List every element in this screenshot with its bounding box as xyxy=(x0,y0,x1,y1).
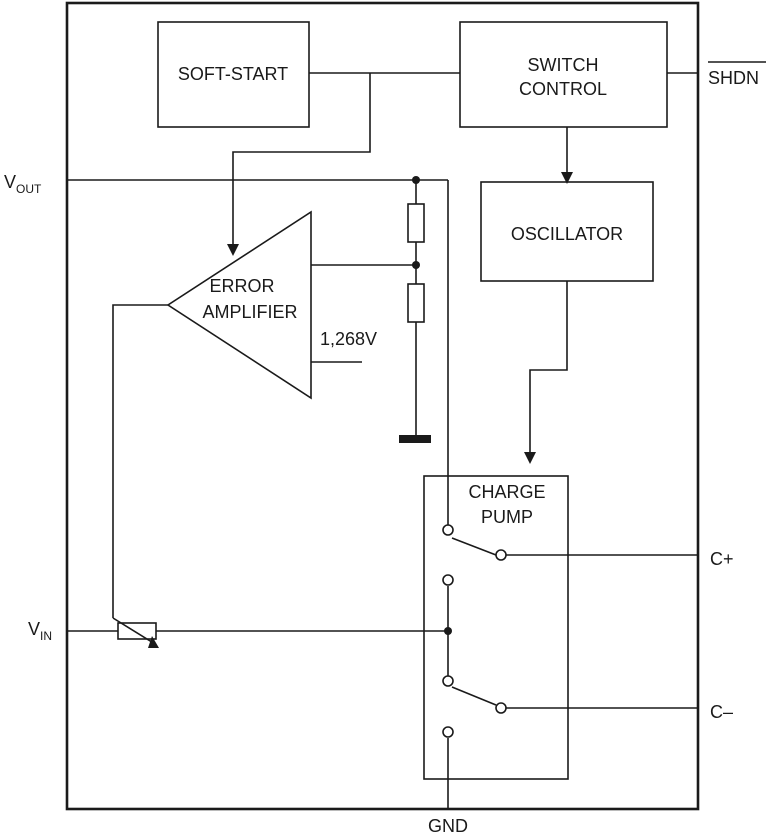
switch-node xyxy=(442,524,454,536)
pin-vout-main: V xyxy=(4,172,16,192)
ground-symbol xyxy=(399,435,431,443)
wires xyxy=(67,72,698,809)
chip-outline xyxy=(65,1,700,811)
switch-control-block: SWITCH CONTROL xyxy=(459,21,668,128)
charge-pump-label-1: CHARGE xyxy=(468,482,545,502)
pin-c-plus-label: C+ xyxy=(710,549,734,569)
switch-node xyxy=(442,675,454,687)
switch-control-label-2: CONTROL xyxy=(519,79,607,99)
arrow-down-icon xyxy=(561,172,573,184)
pin-c-minus-label: C– xyxy=(710,702,733,722)
pin-gnd-label: GND xyxy=(428,816,468,836)
switch-control-label-1: SWITCH xyxy=(528,55,599,75)
switch-node xyxy=(495,549,507,561)
switch-node xyxy=(495,702,507,714)
pin-vout-sub: OUT xyxy=(16,182,42,196)
pin-vout: V OUT xyxy=(4,172,42,196)
pin-vin: V IN xyxy=(28,619,52,643)
arrow-down-icon xyxy=(227,244,239,256)
error-amp-label-2: AMPLIFIER xyxy=(202,302,297,322)
pin-vin-sub: IN xyxy=(40,629,52,643)
junction-dot xyxy=(412,261,420,269)
charge-pump-label-2: PUMP xyxy=(481,507,533,527)
soft-start-label: SOFT-START xyxy=(178,64,288,84)
resistor-top xyxy=(407,203,425,243)
oscillator-label: OSCILLATOR xyxy=(511,224,623,244)
oscillator-block: OSCILLATOR xyxy=(480,181,654,282)
switch-node xyxy=(442,574,454,586)
error-amplifier: ERROR AMPLIFIER xyxy=(166,210,312,400)
soft-start-block: SOFT-START xyxy=(157,21,310,128)
switch-node xyxy=(442,726,454,738)
error-amp-label-1: ERROR xyxy=(209,276,274,296)
reference-voltage-label: 1,268V xyxy=(320,329,377,349)
junction-dot xyxy=(444,627,452,635)
pin-vin-main: V xyxy=(28,619,40,639)
junction-dot xyxy=(412,176,420,184)
pin-shdn: SHDN xyxy=(708,61,766,88)
resistor-bottom xyxy=(407,283,425,323)
arrow-down-icon xyxy=(524,452,536,464)
arrow-down-icon xyxy=(148,636,159,648)
pin-shdn-label: SHDN xyxy=(708,68,759,88)
